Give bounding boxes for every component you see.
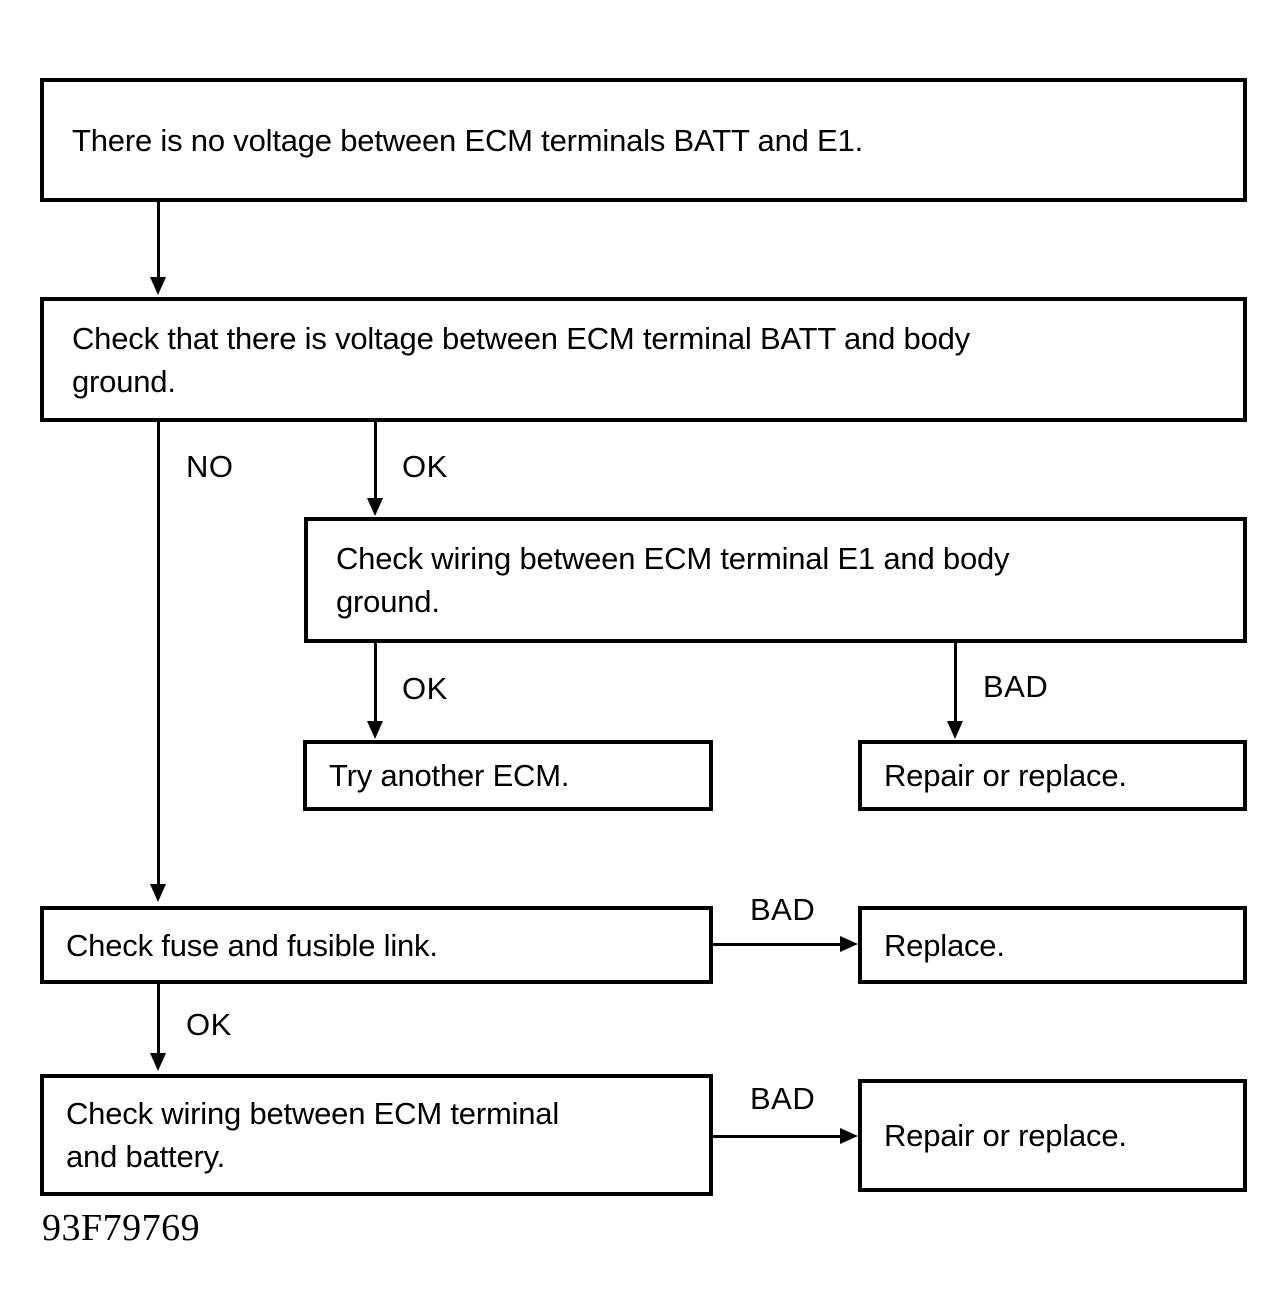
node-repair-or-replace-upper-label: Repair or replace.: [884, 758, 1127, 793]
node-check-wiring-battery-label: Check wiring between ECM terminal and ba…: [66, 1096, 560, 1174]
node-symptom: There is no voltage between ECM terminal…: [40, 78, 1247, 202]
connector-symptom-to-check-batt: [157, 202, 160, 279]
figure-reference-number: 93F79769: [42, 1207, 201, 1249]
node-try-another-ecm-label: Try another ECM.: [329, 758, 570, 793]
connector-bad-to-replace: [713, 943, 843, 946]
edge-label-ok-2: OK: [402, 671, 448, 706]
arrowhead-check-wire: [150, 1053, 166, 1071]
arrowhead-check-fuse: [150, 884, 166, 902]
node-check-e1-wiring-label: Check wiring between ECM terminal E1 and…: [336, 541, 1010, 619]
node-repair-or-replace-lower: Repair or replace.: [858, 1079, 1247, 1192]
node-check-batt-voltage-label: Check that there is voltage between ECM …: [72, 320, 970, 399]
node-check-e1-wiring: Check wiring between ECM terminal E1 and…: [304, 517, 1247, 643]
node-repair-or-replace-lower-label: Repair or replace.: [884, 1118, 1127, 1153]
node-check-fuse-label: Check fuse and fusible link.: [66, 927, 438, 963]
arrowhead-replace: [840, 936, 858, 952]
node-check-fuse: Check fuse and fusible link.: [40, 906, 713, 984]
edge-label-ok-3: OK: [186, 1007, 232, 1042]
arrowhead-try-ecm: [367, 721, 383, 739]
node-repair-or-replace-upper: Repair or replace.: [858, 740, 1247, 811]
connector-ok-to-try-ecm: [374, 643, 377, 723]
edge-label-bad-3: BAD: [750, 1081, 816, 1116]
edge-label-ok-1: OK: [402, 449, 448, 484]
edge-label-bad-1: BAD: [983, 669, 1049, 704]
connector-ok-to-check-e1: [374, 422, 377, 500]
connector-ok-to-check-wire: [157, 984, 160, 1056]
node-check-wiring-battery: Check wiring between ECM terminal and ba…: [40, 1074, 713, 1196]
node-replace: Replace.: [858, 906, 1247, 984]
node-check-batt-voltage: Check that there is voltage between ECM …: [40, 297, 1247, 422]
arrowhead-check-batt: [150, 277, 166, 295]
arrowhead-repair-1: [947, 721, 963, 739]
connector-no-branch: [157, 422, 160, 886]
node-try-another-ecm: Try another ECM.: [303, 740, 713, 811]
connector-bad-to-repair-2: [713, 1135, 843, 1138]
arrowhead-repair-2: [840, 1128, 858, 1144]
node-replace-label: Replace.: [884, 927, 1005, 963]
edge-label-bad-2: BAD: [750, 892, 816, 927]
arrowhead-check-e1: [367, 498, 383, 516]
node-symptom-label: There is no voltage between ECM terminal…: [72, 122, 863, 158]
connector-bad-to-repair-1: [954, 643, 957, 723]
edge-label-no: NO: [186, 449, 234, 484]
